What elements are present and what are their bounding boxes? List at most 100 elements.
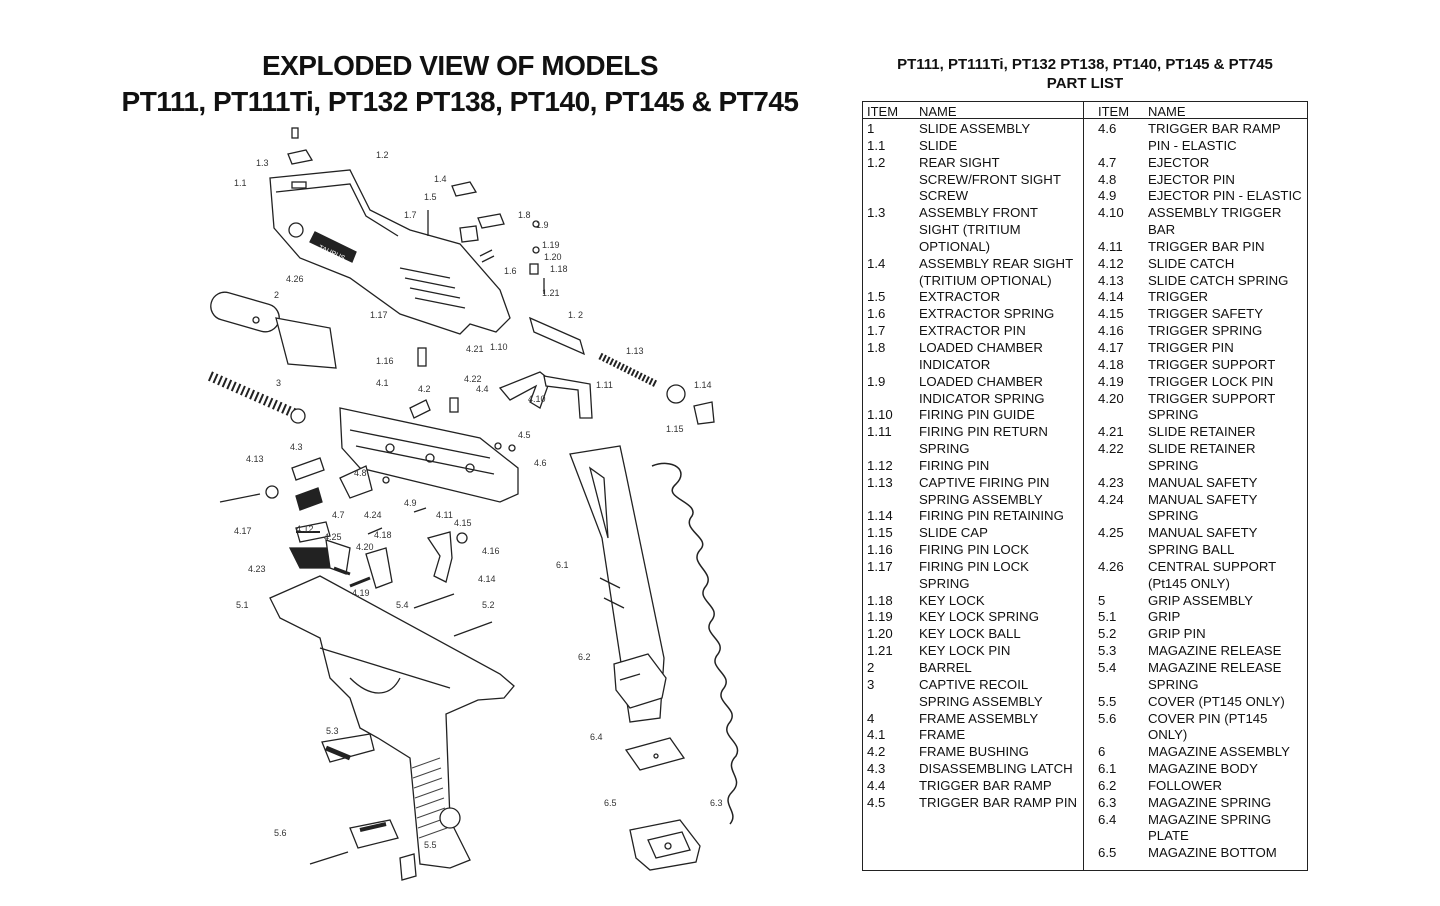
part-name: KEY LOCK PIN (919, 643, 1011, 659)
part-name: ASSEMBLY REAR SIGHT (TRITIUM OPTIONAL) (919, 255, 1073, 288)
part-name: SLIDE CATCH SPRING (1148, 272, 1289, 288)
part-name: TRIGGER PIN (1148, 339, 1234, 355)
callout-1-15: 1.15 (666, 424, 684, 434)
column-divider (1083, 102, 1084, 870)
callout-4-8: 4.8 (354, 468, 367, 478)
part-name: EXTRACTOR PIN (919, 323, 1026, 339)
item-number: 1.13 (867, 474, 893, 490)
part-list-title: PART LIST (1046, 75, 1124, 92)
callout-4-25: 4.25 (324, 532, 342, 542)
callout-5-4: 5.4 (396, 600, 409, 610)
callout-1-3: 1.3 (256, 158, 269, 168)
part-name: FIRING PIN LOCK (919, 542, 1029, 558)
part-name: EJECTOR PIN (1148, 171, 1235, 187)
part-name: CAPTIVE RECOIL SPRING ASSEMBLY (919, 676, 1043, 709)
item-number: 4.6 (1098, 121, 1117, 136)
part-name: FRAME BUSHING (919, 744, 1029, 760)
item-number: 5.4 (1098, 660, 1117, 675)
item-number: 1.19 (867, 609, 893, 625)
part-name: ASSEMBLY TRIGGER BAR (1148, 205, 1282, 238)
part-name: SLIDE CATCH (1148, 255, 1235, 271)
part-name: LOADED CHAMBER INDICATOR (919, 339, 1043, 372)
item-number: 4.12 (1098, 255, 1124, 271)
callout-1-8: 1.8 (518, 210, 531, 220)
part-name: KEY LOCK SPRING (919, 609, 1039, 625)
part-name: ASSEMBLY FRONT SIGHT (TRITIUM OPTIONAL) (919, 205, 1038, 254)
callout-1-14: 1.14 (694, 380, 712, 390)
exploded-view-diagram: TAURUS (200, 118, 760, 888)
callout-4-1: 4.1 (376, 378, 389, 388)
table-header: ITEM NAME (1098, 104, 1306, 121)
table-row: 1.19 KEY LOCK SPRING (867, 609, 1081, 626)
callout-1-6: 1.6 (504, 266, 517, 276)
item-number: 4.4 (867, 777, 886, 793)
callout-4-26: 4.26 (286, 274, 304, 284)
item-number: 5.3 (1098, 643, 1117, 659)
part-name: REAR SIGHT SCREW/FRONT SIGHT SCREW (919, 154, 1061, 204)
item-number: 4.1 (867, 727, 886, 743)
callout-4-4: 4.4 (476, 384, 489, 394)
part-name: MANUAL SAFETY SPRING (1148, 491, 1258, 524)
part-name: GRIP ASSEMBLY (1148, 592, 1254, 608)
callout-1-10: 1.10 (490, 342, 508, 352)
item-number: 1.16 (867, 542, 893, 558)
title-line-1: EXPLODED VIEW OF MODELS (261, 50, 659, 81)
item-number: 1.5 (867, 289, 886, 305)
frame-grip-part (269, 575, 515, 869)
callout-1-13: 1.13 (626, 346, 644, 356)
item-number: 1.14 (867, 508, 893, 524)
item-number: 1.3 (867, 205, 886, 221)
item-number: 4.25 (1098, 525, 1124, 541)
item-number: 6.2 (1098, 777, 1117, 793)
part-name: FRAME (919, 727, 966, 743)
chassis-part (339, 407, 519, 503)
item-number: 6.3 (1098, 794, 1117, 810)
name-column-header: NAME (1148, 104, 1186, 119)
callout-4-16: 4.16 (482, 546, 500, 556)
item-number: 1.12 (867, 457, 893, 473)
callout-1-4: 1.4 (434, 174, 447, 184)
item-number: 4.3 (867, 761, 886, 777)
item-number: 4.2 (867, 744, 886, 760)
part-name: MAGAZINE ASSEMBLY (1148, 744, 1290, 760)
callout-1-7: 1.7 (404, 210, 417, 220)
callout-5-2: 5.2 (482, 600, 495, 610)
item-number: 5.1 (1098, 609, 1117, 625)
part-name: GRIP (1148, 609, 1181, 625)
item-number: 4.21 (1098, 424, 1124, 440)
part-name: MAGAZINE RELEASE (1148, 643, 1282, 659)
title-line-2: PT111, PT111Ti, PT132 PT138, PT140, PT14… (121, 86, 799, 117)
callout-1-16: 1.16 (376, 356, 394, 366)
item-number: 1.17 (867, 558, 893, 574)
part-name: MAGAZINE BOTTOM (1148, 845, 1277, 861)
item-number: 4.18 (1098, 356, 1124, 372)
callout-6-4: 6.4 (590, 732, 603, 742)
part-name: KEY LOCK (919, 592, 985, 608)
callout-5-3: 5.3 (326, 726, 339, 736)
item-number: 1.11 (867, 424, 892, 440)
part-name: SLIDE (919, 137, 958, 153)
item-number: 4.8 (1098, 171, 1117, 187)
part-name: EXTRACTOR (919, 289, 1001, 305)
part-name: MAGAZINE SPRING (1148, 794, 1272, 810)
